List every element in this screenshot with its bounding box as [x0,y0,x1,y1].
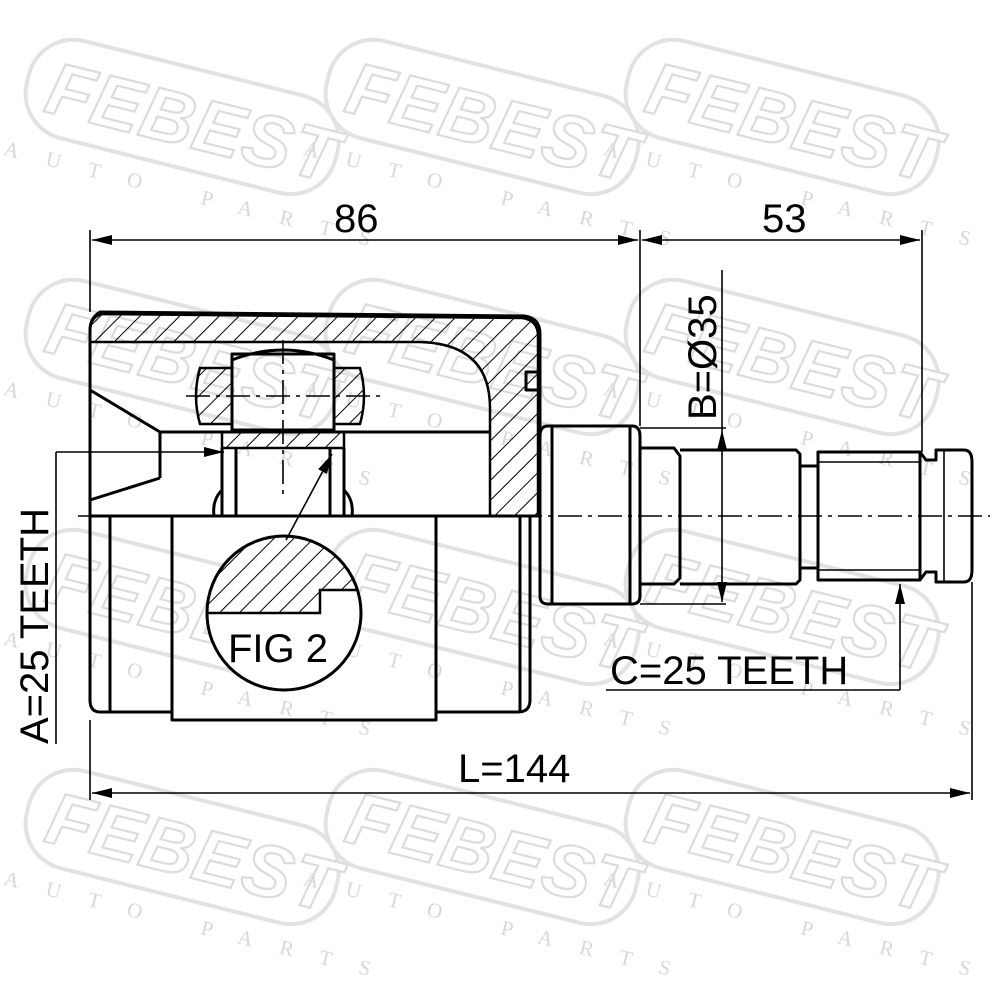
dim-53-label: 53 [762,197,807,241]
dim-a-label: A=25 TEETH [13,508,57,744]
fig2-label: FIG 2 [228,627,328,671]
dim-b-label: B=Ø35 [681,294,725,420]
fig2-detail: FIG 2 [205,453,363,692]
stub-shaft [538,424,974,606]
dim-144-label: L=144 [458,747,570,791]
dimension-lines [55,230,973,800]
dimension-labels: 86 53 L=144 B=Ø35 A=25 TEETH C=25 TEETH [13,197,848,791]
tripod-roller [186,340,380,517]
dim-c-label: C=25 TEETH [610,649,848,693]
dim-86-label: 86 [334,197,379,241]
